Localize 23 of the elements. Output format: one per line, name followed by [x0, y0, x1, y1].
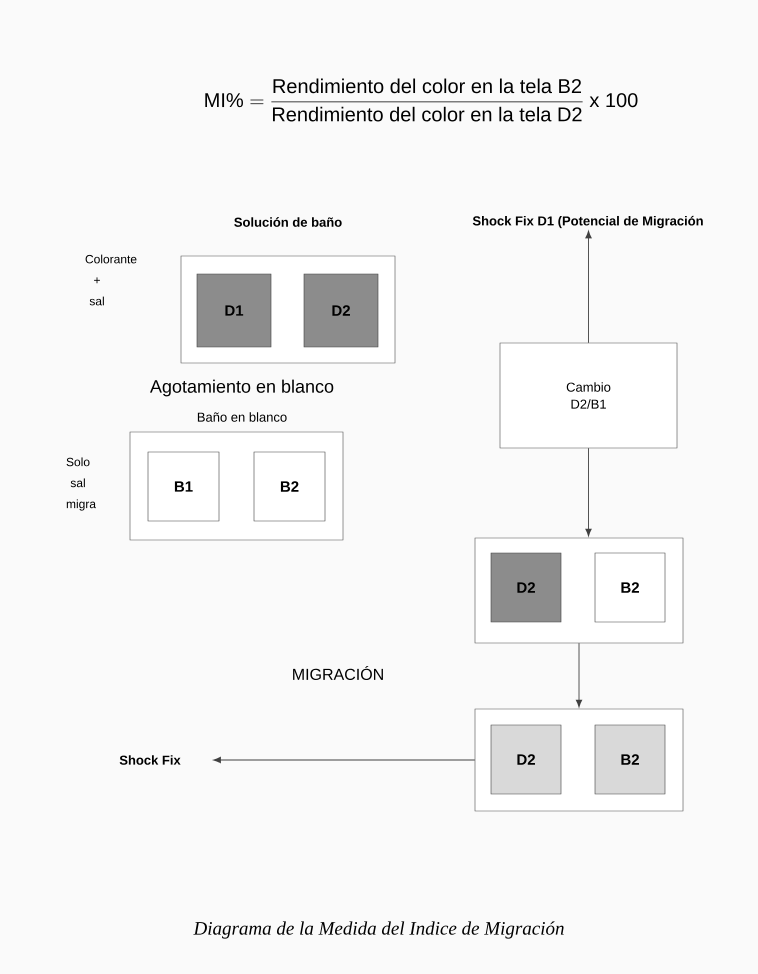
fabric-sample: B2 [254, 452, 326, 522]
arrow [585, 448, 592, 536]
text-label: Shock Fix D1 (Potencial de Migración [472, 216, 703, 228]
formula: $\text{MI\%}=\frac{\text{Rendimiento del color en la tela B2}}{\text{Rendimiento del color en la tela D2}}\text{ x 100}$ [205, 78, 638, 122]
process-box: Cambio D2/B1 [500, 342, 678, 448]
text-label: Shock Fix [120, 755, 181, 765]
node-label: Solución de baño [234, 217, 342, 227]
fabric-sample: D1 [196, 274, 272, 348]
fabric-sample: B2 [594, 552, 666, 622]
text-label: Solo sal migra [66, 457, 96, 511]
arrow [585, 230, 592, 344]
node-label: Baño en blanco [198, 412, 287, 422]
text-label: Colorante + sal [86, 254, 136, 306]
arrow [213, 756, 476, 764]
text-label: Agotamiento en blanco [150, 380, 334, 396]
fabric-sample: D2 [304, 274, 378, 348]
fabric-sample: D2 [490, 724, 562, 794]
fabric-sample: B2 [594, 724, 666, 794]
fabric-sample: B1 [148, 452, 220, 522]
arrow [576, 642, 582, 708]
caption: Diagrama de la Medida del Indice de Migración [193, 921, 564, 939]
fabric-sample: D2 [490, 552, 562, 622]
text-label: MIGRACIÓN [293, 666, 383, 680]
